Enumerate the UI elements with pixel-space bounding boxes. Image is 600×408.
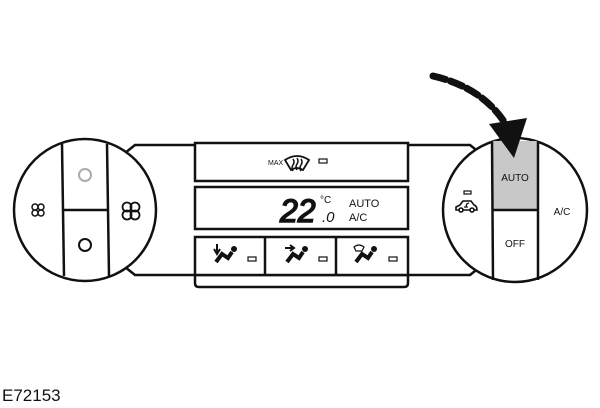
windscreen-defrost-icon	[283, 155, 311, 172]
ac-mode-control: AUTO OFF A/C	[441, 136, 589, 284]
max-defrost-indicator	[318, 158, 328, 164]
auto-label: AUTO	[501, 173, 529, 184]
temperature-value: 22	[279, 193, 316, 229]
figure-caption: E72153	[2, 386, 61, 405]
airflow-face-button[interactable]	[285, 244, 328, 264]
airflow-windscreen-button[interactable]	[353, 244, 398, 264]
off-label: OFF	[505, 239, 525, 250]
air-recirculation-icon	[455, 200, 478, 213]
ac-label: A/C	[554, 207, 571, 218]
airflow-windscreen-indicator	[388, 256, 398, 262]
airflow-face-indicator	[318, 256, 328, 262]
fan-up-button[interactable]	[64, 145, 107, 209]
airflow-feet-icon	[213, 244, 237, 264]
fan-low-icon	[31, 203, 45, 217]
fan-high-icon	[121, 201, 141, 221]
arrow-pointing-to-auto	[429, 72, 527, 158]
recirculation-indicator	[463, 190, 472, 195]
max-label: MAX	[268, 160, 284, 167]
airflow-feet-indicator	[247, 256, 257, 262]
temperature-unit: °C	[320, 195, 331, 206]
airflow-feet-button[interactable]	[213, 244, 257, 264]
indicator-grey-circle-icon	[78, 168, 92, 182]
mode-ac-text: A/C	[349, 212, 367, 224]
temperature-display	[193, 185, 410, 231]
airflow-face-icon	[285, 244, 308, 264]
airflow-bracket	[193, 275, 410, 289]
temperature-decimal: .0	[322, 209, 335, 226]
fan-down-button[interactable]	[64, 211, 107, 275]
fan-speed-control	[12, 137, 158, 283]
indicator-black-circle-icon	[78, 238, 92, 252]
airflow-windscreen-icon	[353, 244, 377, 264]
mode-auto-text: AUTO	[349, 198, 380, 210]
